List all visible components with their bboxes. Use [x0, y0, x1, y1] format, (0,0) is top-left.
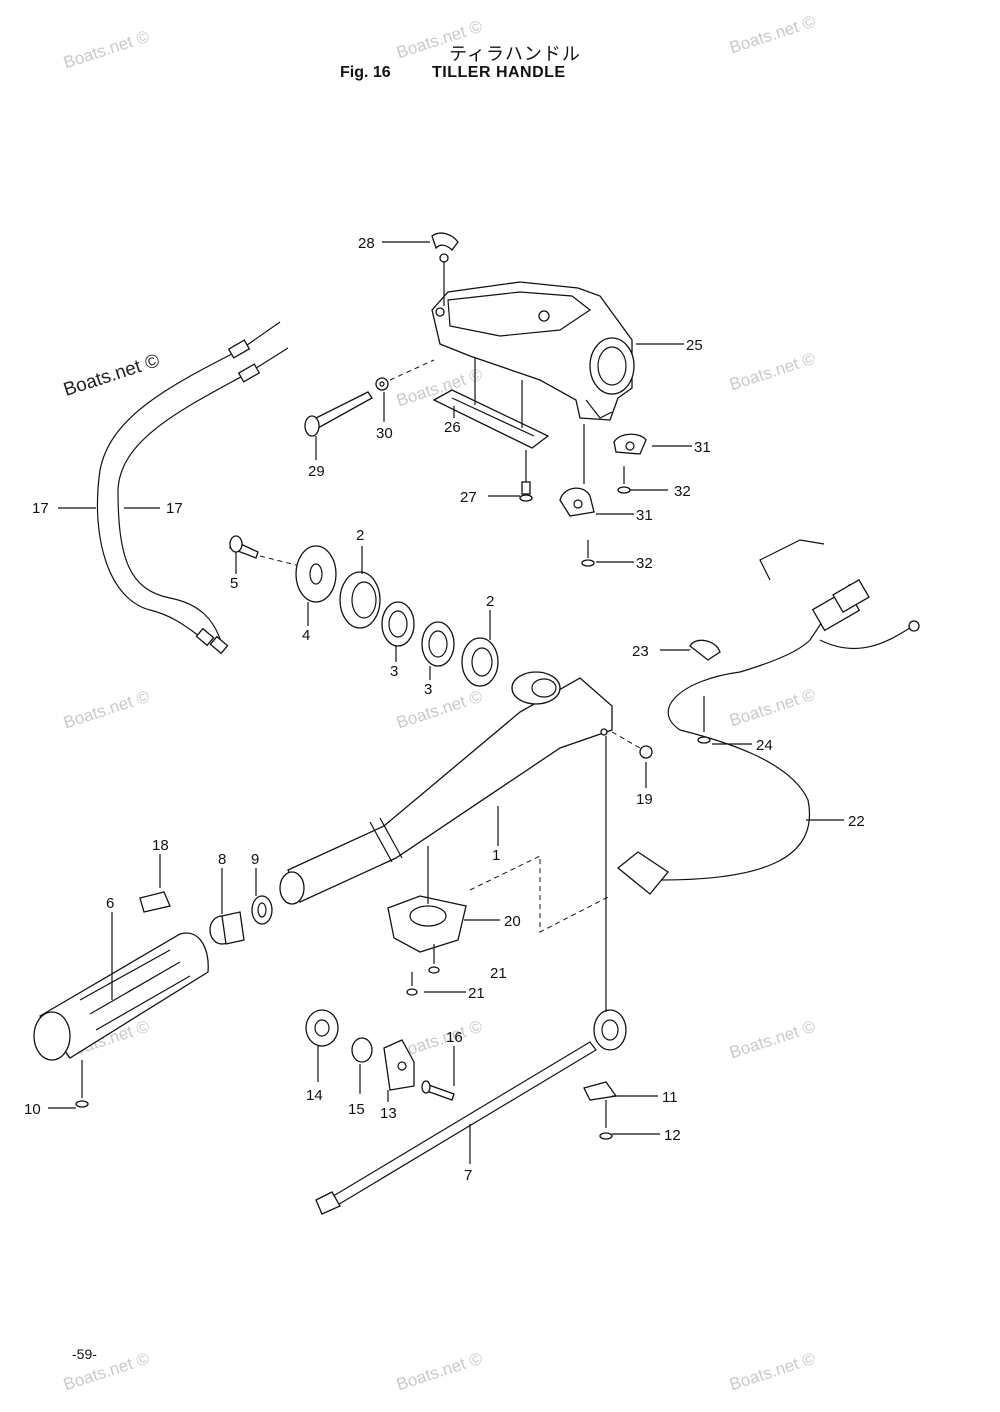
page-number: -59-: [72, 1346, 97, 1362]
plate-part: [432, 358, 550, 449]
wire-harness-part: [616, 539, 920, 895]
japanese-title: ティラハンドル: [449, 44, 581, 65]
tiller-arm-part: [279, 671, 613, 905]
part-label: 23: [632, 643, 649, 660]
part-label: 7: [464, 1167, 472, 1184]
part-label: 24: [756, 737, 773, 754]
part-label: 21: [468, 985, 485, 1002]
part-label: 29: [308, 463, 325, 480]
part-label: 22: [848, 813, 865, 830]
part-label: 31: [636, 507, 653, 524]
part-label: 25: [686, 337, 703, 354]
switch-housing-part: [387, 846, 611, 996]
part-label: 12: [664, 1127, 681, 1144]
part-label: 19: [636, 791, 653, 808]
part-label: 28: [358, 235, 375, 252]
throttle-cable-part: [96, 321, 289, 655]
clip-part: [431, 232, 459, 306]
part-labels: 28 25 31 32 31 32 27 26 30 29 17 17 5 4 …: [24, 235, 865, 1184]
collar-part: [339, 571, 499, 687]
part-label: 32: [674, 483, 691, 500]
part-label: 11: [662, 1089, 678, 1106]
stop-switch-part: [305, 1009, 455, 1101]
part-label: 4: [302, 627, 310, 644]
part-label: 1: [492, 847, 500, 864]
part-label: 5: [230, 575, 238, 592]
part-label: 13: [380, 1105, 397, 1122]
part-label: 3: [424, 681, 432, 698]
part-label: 10: [24, 1101, 41, 1118]
part-label: 17: [32, 500, 49, 517]
part-label: 9: [251, 851, 259, 868]
clamp-part: [559, 424, 647, 567]
grip-part: [33, 891, 273, 1108]
bolt-part: [304, 359, 435, 437]
part-label: 14: [306, 1087, 323, 1104]
figure-title: TILLER HANDLE: [432, 64, 566, 81]
shaft-plate-part: [229, 535, 337, 603]
part-label: 26: [444, 419, 461, 436]
screw-part: [519, 450, 533, 502]
part-label: 30: [376, 425, 393, 442]
part-label: 17: [166, 500, 183, 517]
part-label: 16: [446, 1029, 463, 1046]
figure-number: Fig. 16: [340, 64, 391, 81]
part-label: 3: [390, 663, 398, 680]
part-label: 32: [636, 555, 653, 572]
part-label: 27: [460, 489, 477, 506]
fitting-part: [611, 731, 653, 759]
part-label: 20: [504, 913, 521, 930]
part-label: 2: [356, 527, 364, 544]
part-label: 8: [218, 851, 226, 868]
part-label: 21: [490, 965, 507, 982]
tiller-bracket-part: [431, 281, 635, 421]
leader-lines: [48, 241, 844, 1164]
throttle-shaft-part: [315, 736, 627, 1215]
part-label: 2: [486, 593, 494, 610]
part-label: 6: [106, 895, 114, 912]
part-label: 18: [152, 837, 169, 854]
part-label: 31: [694, 439, 711, 456]
part-label: 15: [348, 1101, 365, 1118]
